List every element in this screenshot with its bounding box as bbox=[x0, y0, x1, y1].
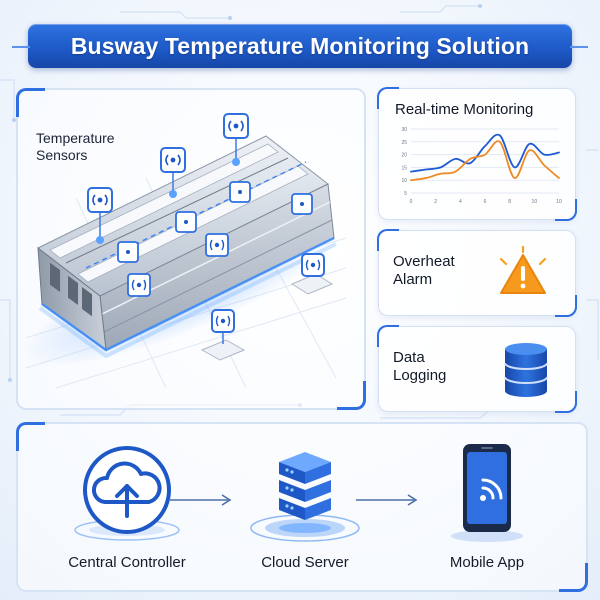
data-logging-line1: Data bbox=[393, 349, 425, 366]
data-logging-card: Data Logging bbox=[377, 325, 577, 413]
y-tick-label: 30 bbox=[401, 127, 407, 133]
page-title: Busway Temperature Monitoring Solution bbox=[70, 32, 530, 59]
realtime-line-chart: 30 25 20 15 10 50 2 4 6 8 10 10 bbox=[401, 127, 562, 205]
x-tick-label: 0 bbox=[410, 199, 413, 205]
smartphone-icon bbox=[451, 444, 523, 542]
y-tick-label: 25 bbox=[401, 140, 407, 146]
x-tick-label: 10 bbox=[556, 199, 562, 205]
cloud-upload-icon bbox=[74, 446, 180, 541]
data-logging-label: Data Logging bbox=[393, 349, 493, 385]
flow-label: Central Controller bbox=[68, 554, 186, 571]
sensor-label-line1: Temperature bbox=[36, 130, 115, 146]
x-tick-label: 4 bbox=[459, 199, 462, 205]
x-tick-label: 6 bbox=[484, 199, 487, 205]
x-tick-label: 8 bbox=[508, 199, 511, 205]
title-banner: Busway Temperature Monitoring Solution bbox=[12, 24, 588, 68]
chart-series-line-0 bbox=[410, 133, 560, 173]
y-tick-label: 5 bbox=[404, 191, 407, 197]
flow-step-mobile-app: Mobile App bbox=[402, 440, 572, 571]
chart-series-line-1 bbox=[410, 140, 560, 182]
temperature-sensors-label: Temperature Sensors bbox=[36, 130, 115, 164]
temperature-sensor-icon bbox=[127, 273, 151, 297]
temperature-sensor-icon bbox=[117, 241, 139, 263]
x-tick-label: 2 bbox=[434, 199, 437, 205]
data-logging-line2: Logging bbox=[393, 367, 447, 384]
database-icon bbox=[504, 343, 548, 397]
data-flow-panel: Central Controller Clou bbox=[16, 422, 588, 592]
overheat-alarm-label: Overheat Alarm bbox=[393, 253, 493, 289]
x-tick-label: 10 bbox=[532, 199, 538, 205]
realtime-monitoring-label: Real-time Monitoring bbox=[395, 101, 534, 118]
overheat-alarm-card: Overheat Alarm bbox=[377, 229, 577, 317]
sensor-label-line2: Sensors bbox=[36, 147, 88, 163]
arrow-right-icon bbox=[356, 494, 418, 506]
y-tick-label: 15 bbox=[401, 165, 407, 171]
temperature-sensor-icon bbox=[291, 193, 313, 215]
temperature-sensor-icon bbox=[200, 309, 246, 361]
card-corner-accent bbox=[377, 325, 399, 347]
flow-step-central-controller: Central Controller bbox=[42, 440, 212, 571]
flow-step-cloud-server: Cloud Server bbox=[220, 440, 390, 571]
y-tick-label: 20 bbox=[401, 153, 407, 159]
card-corner-accent bbox=[555, 199, 577, 221]
temperature-sensor-icon bbox=[223, 113, 249, 139]
server-icon bbox=[250, 452, 360, 542]
card-corner-accent bbox=[555, 295, 577, 317]
temperature-sensor-icon bbox=[205, 233, 229, 257]
card-corner-accent bbox=[555, 391, 577, 413]
flow-label: Mobile App bbox=[449, 554, 525, 571]
temperature-sensor-icon bbox=[175, 211, 197, 233]
panel-corner-accent bbox=[559, 563, 588, 592]
busway-illustration bbox=[22, 113, 347, 389]
flow-label: Cloud Server bbox=[261, 554, 349, 571]
arrow-right-icon bbox=[170, 494, 232, 506]
temperature-sensor-icon bbox=[160, 147, 186, 173]
panel-corner-accent bbox=[16, 88, 45, 117]
card-corner-accent bbox=[377, 229, 399, 251]
temperature-sensor-icon bbox=[290, 253, 334, 295]
overheat-alarm-line2: Alarm bbox=[393, 271, 433, 288]
y-tick-label: 10 bbox=[401, 178, 407, 184]
temperature-sensor-icon bbox=[229, 181, 251, 203]
panel-corner-accent bbox=[337, 381, 366, 410]
temperature-sensor-icon bbox=[87, 187, 113, 213]
card-corner-accent bbox=[377, 87, 399, 109]
overheat-alarm-line1: Overheat bbox=[393, 253, 455, 270]
panel-corner-accent bbox=[16, 422, 45, 451]
warning-icon bbox=[499, 245, 547, 294]
